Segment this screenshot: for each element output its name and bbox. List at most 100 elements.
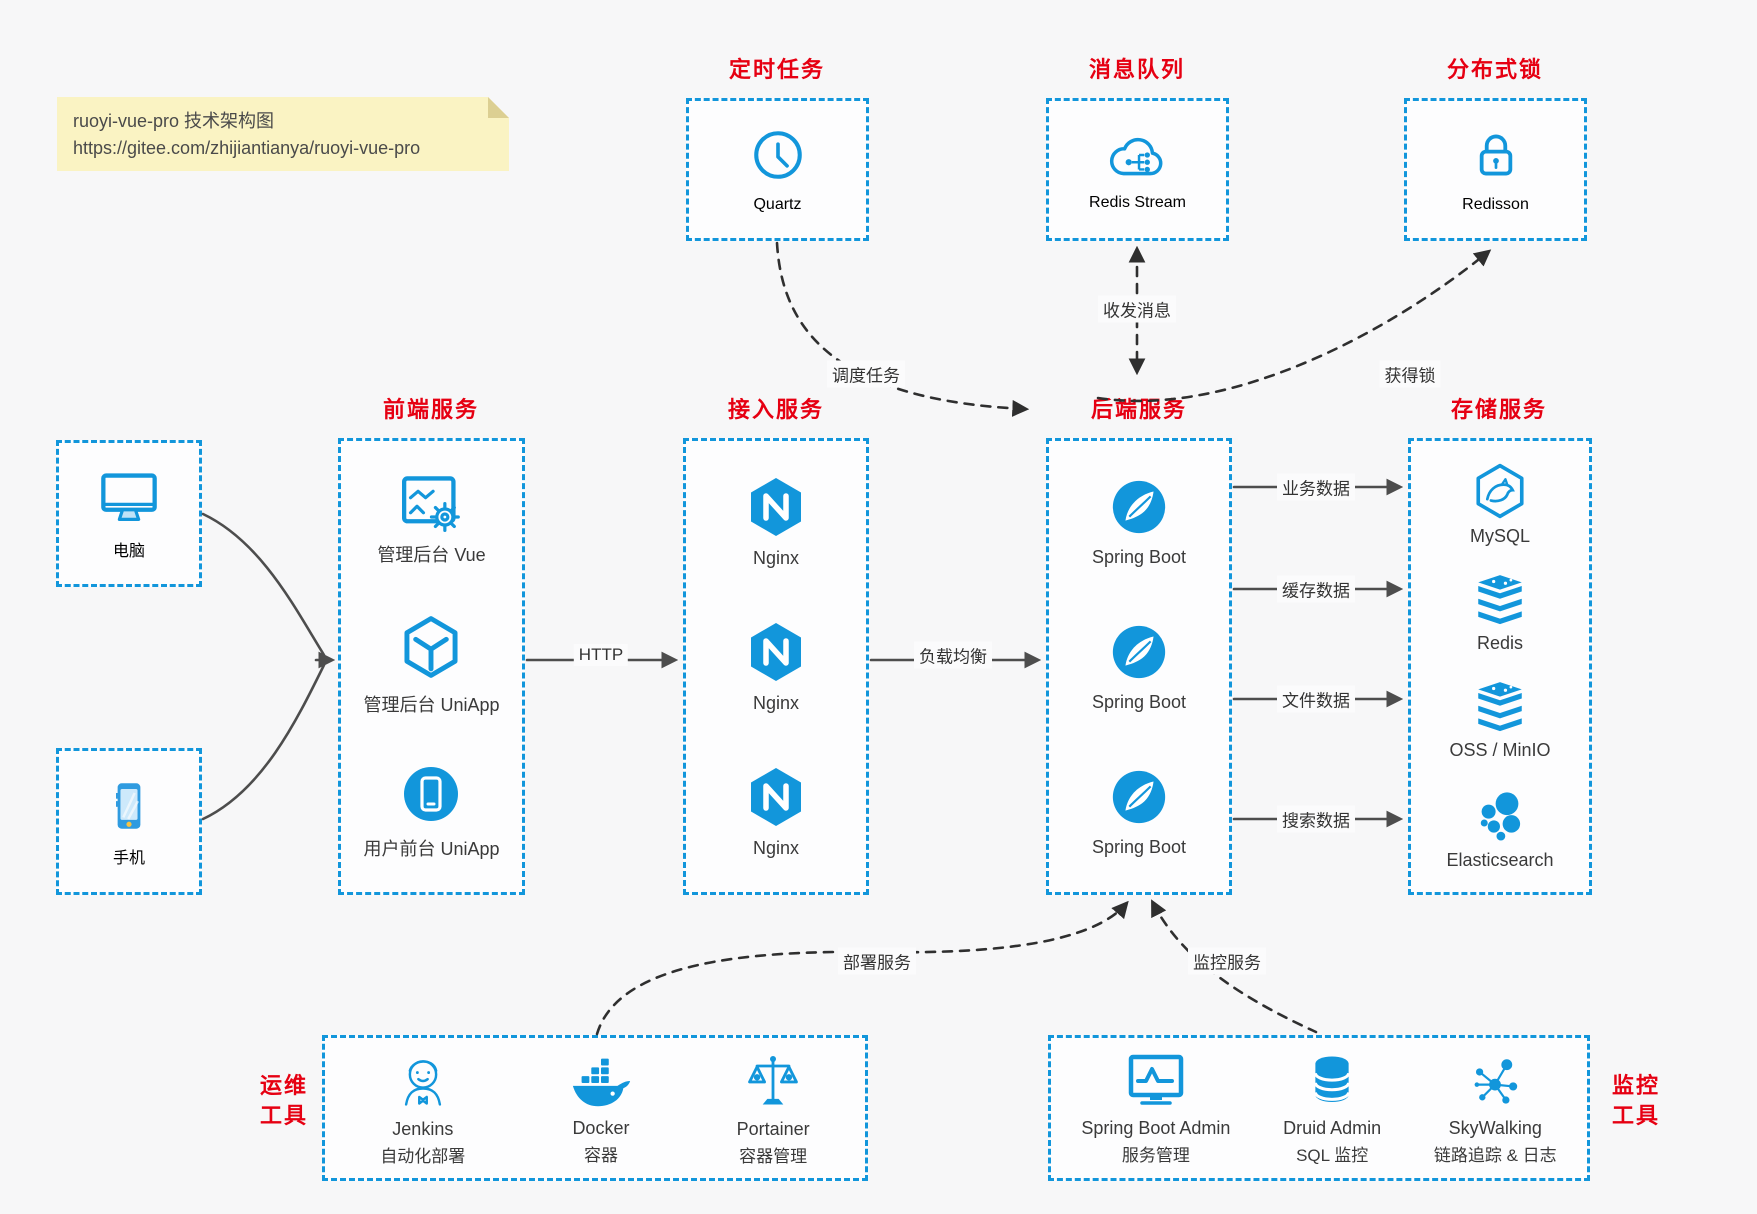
docker-desc: 容器 (583, 1145, 618, 1165)
portainer-name: Portainer (736, 1118, 810, 1139)
note-fold-corner (488, 97, 509, 118)
mq-box: Redis Stream (1046, 98, 1229, 241)
spring-boot-icon (1108, 476, 1170, 538)
nginx-icon (744, 475, 808, 539)
ops-title: 运维 工具 (259, 1073, 308, 1128)
lock-title: 分布式锁 (1446, 57, 1544, 82)
druid-admin-desc: SQL 监控 (1296, 1145, 1369, 1165)
nginx-node-2: Nginx (744, 620, 808, 714)
skywalking-network-icon (1466, 1051, 1524, 1111)
phone-label: 手机 (112, 849, 145, 867)
scheduler-item-label: Quartz (753, 195, 802, 213)
redis-node: Redis (1471, 574, 1529, 654)
jenkins-name: Jenkins (392, 1118, 454, 1139)
oss-minio-node: OSS / MinIO (1449, 681, 1551, 761)
frontend-vue-node: 管理后台 Vue (377, 472, 486, 567)
mysql-label: MySQL (1469, 526, 1530, 547)
spring-boot-admin-icon (1124, 1051, 1188, 1111)
edge-label-monitor-service: 监控服务 (1188, 947, 1266, 975)
user-app-circle-icon (399, 762, 463, 826)
frontend-user-uniapp-label: 用户前台 UniApp (363, 839, 500, 860)
edge-label-cache-data: 缓存数据 (1277, 575, 1355, 603)
jenkins-desc: 自动化部署 (380, 1146, 466, 1166)
frontend-user-uniapp-node: 用户前台 UniApp (363, 762, 500, 861)
backend-box: Spring Boot Spring Boot Spring Boot (1046, 438, 1232, 895)
scheduler-box: Quartz (686, 98, 869, 241)
springboot-label-1: Spring Boot (1091, 546, 1187, 567)
springboot-node-2: Spring Boot (1092, 621, 1186, 713)
monitoring-title: 监控 工具 (1611, 1073, 1660, 1128)
nginx-node-1: Nginx (744, 475, 808, 569)
lock-box: Redisson (1404, 98, 1587, 241)
storage-title: 存储服务 (1450, 397, 1548, 422)
phone-box: 手机 (56, 748, 202, 895)
object-storage-stack-icon (1471, 681, 1529, 734)
edge-label-deploy-service: 部署服务 (838, 947, 916, 975)
edge-label-http: HTTP (573, 644, 629, 666)
skywalking-node: SkyWalking 链路追踪 & 日志 (1434, 1051, 1557, 1166)
cloud-share-icon (1105, 128, 1171, 182)
admin-vue-icon (396, 472, 468, 532)
uniapp-cube-icon (396, 612, 466, 682)
springboot-label-3: Spring Boot (1091, 836, 1187, 857)
edge-label-load-balance: 负载均衡 (914, 641, 992, 669)
redis-label: Redis (1476, 633, 1524, 654)
computer-box: 电脑 (56, 440, 202, 587)
portainer-node: Portainer 容器管理 (737, 1050, 810, 1167)
database-cylinder-icon (1304, 1051, 1360, 1111)
oss-minio-label: OSS / MinIO (1449, 739, 1551, 760)
frontend-services-box: 管理后台 Vue 管理后台 UniApp 用户前台 UniApp (338, 438, 525, 895)
druid-admin-node: Druid Admin SQL 监控 (1283, 1051, 1381, 1166)
redis-stack-icon (1471, 574, 1529, 627)
lock-item-label: Redisson (1462, 195, 1529, 213)
edge-label-search-data: 搜索数据 (1277, 805, 1355, 833)
nginx-label-2: Nginx (752, 692, 800, 713)
mq-item-label: Redis Stream (1089, 193, 1186, 211)
jenkins-node: Jenkins 自动化部署 (380, 1050, 465, 1167)
monitoring-tools-box: Spring Boot Admin 服务管理 Druid Admin SQL 监… (1048, 1035, 1590, 1181)
portainer-scales-icon (743, 1050, 803, 1112)
spring-boot-admin-name: Spring Boot Admin (1081, 1117, 1231, 1138)
mysql-node: MySQL (1470, 462, 1530, 547)
frontend-uniapp-label: 管理后台 UniApp (363, 694, 500, 715)
docker-name: Docker (572, 1117, 630, 1138)
computer-label: 电脑 (112, 542, 145, 560)
springboot-node-1: Spring Boot (1092, 476, 1186, 568)
gateway-box: Nginx Nginx Nginx (683, 438, 869, 895)
mq-title: 消息队列 (1088, 57, 1186, 82)
edge-label-schedule-task: 调度任务 (827, 360, 905, 388)
skywalking-desc: 链路追踪 & 日志 (1433, 1145, 1557, 1165)
sticky-note: ruoyi-vue-pro 技术架构图 https://gitee.com/zh… (57, 97, 509, 171)
storage-box: MySQL Redis (1408, 438, 1592, 895)
edge-label-send-receive-message: 收发消息 (1098, 295, 1176, 323)
nginx-label-1: Nginx (752, 547, 800, 568)
edge-label-acquire-lock: 获得锁 (1379, 360, 1441, 388)
spring-boot-icon (1108, 621, 1170, 683)
frontend-uniapp-node: 管理后台 UniApp (363, 612, 500, 717)
mysql-icon (1471, 462, 1529, 520)
frontend-title: 前端服务 (382, 397, 480, 422)
spring-boot-icon (1108, 766, 1170, 828)
gateway-title: 接入服务 (727, 397, 825, 422)
druid-admin-name: Druid Admin (1283, 1117, 1382, 1138)
docker-node: Docker 容器 (568, 1051, 634, 1166)
ops-tools-box: Jenkins 自动化部署 Docker (322, 1035, 868, 1181)
springboot-node-3: Spring Boot (1092, 766, 1186, 858)
scheduler-title: 定时任务 (728, 57, 826, 82)
phone-icon (103, 776, 155, 836)
frontend-vue-label: 管理后台 Vue (377, 544, 486, 565)
nginx-label-3: Nginx (752, 837, 800, 858)
backend-title: 后端服务 (1090, 397, 1188, 422)
computer-icon (94, 467, 164, 529)
clock-icon (749, 126, 807, 184)
nginx-icon (744, 765, 808, 829)
edge-label-file-data: 文件数据 (1277, 685, 1355, 713)
springboot-label-2: Spring Boot (1091, 691, 1187, 712)
note-title: ruoyi-vue-pro 技术架构图 (73, 111, 275, 131)
jenkins-icon (393, 1050, 453, 1112)
edge-label-business-data: 业务数据 (1277, 473, 1355, 501)
arrow-phone-to-frontend (201, 663, 326, 821)
docker-icon (568, 1051, 634, 1111)
elasticsearch-label: Elasticsearch (1446, 849, 1554, 870)
